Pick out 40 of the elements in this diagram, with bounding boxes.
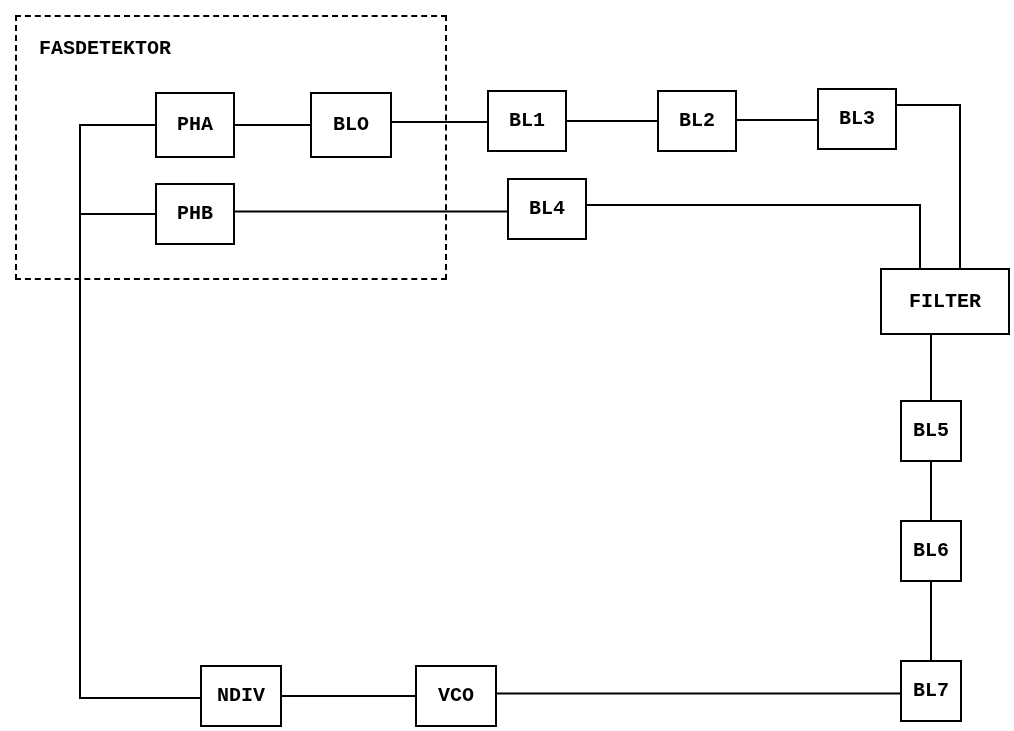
block-box — [415, 665, 497, 727]
block-box — [155, 92, 235, 158]
block-label: BLO — [333, 115, 369, 135]
connector-line — [736, 119, 818, 121]
connector-line — [496, 692, 901, 695]
block-label: BL3 — [839, 109, 875, 129]
connector-line — [281, 695, 416, 697]
block-label: BL5 — [913, 421, 949, 441]
block-label: BL4 — [529, 199, 565, 219]
block-box — [155, 183, 235, 245]
block-box — [487, 90, 567, 152]
block-label: PHB — [177, 204, 213, 224]
block-box — [817, 88, 897, 150]
block-box — [657, 90, 737, 152]
connector-line — [930, 334, 932, 401]
block-label: BL7 — [913, 681, 949, 701]
connector-line — [234, 124, 311, 126]
connector-line — [930, 461, 932, 521]
block-box — [310, 92, 392, 158]
block-box — [900, 520, 962, 582]
block-box — [880, 268, 1010, 335]
block-label: NDIV — [217, 686, 265, 706]
block-label: BL1 — [509, 111, 545, 131]
connector-line — [391, 121, 488, 123]
block-box — [200, 665, 282, 727]
connector-line — [896, 104, 961, 269]
connector-line — [234, 210, 508, 213]
block-label: BL6 — [913, 541, 949, 561]
block-box — [900, 400, 962, 462]
block-label: PHA — [177, 115, 213, 135]
block-label: BL2 — [679, 111, 715, 131]
block-label: VCO — [438, 686, 474, 706]
block-box — [900, 660, 962, 722]
dashed-group-frame — [15, 15, 447, 280]
connector-line — [586, 204, 921, 269]
connector-line — [930, 581, 932, 661]
block-box — [507, 178, 587, 240]
block-label: FILTER — [909, 291, 981, 312]
group-heading: FASDETEKTOR — [39, 39, 172, 59]
connector-line — [566, 120, 658, 122]
